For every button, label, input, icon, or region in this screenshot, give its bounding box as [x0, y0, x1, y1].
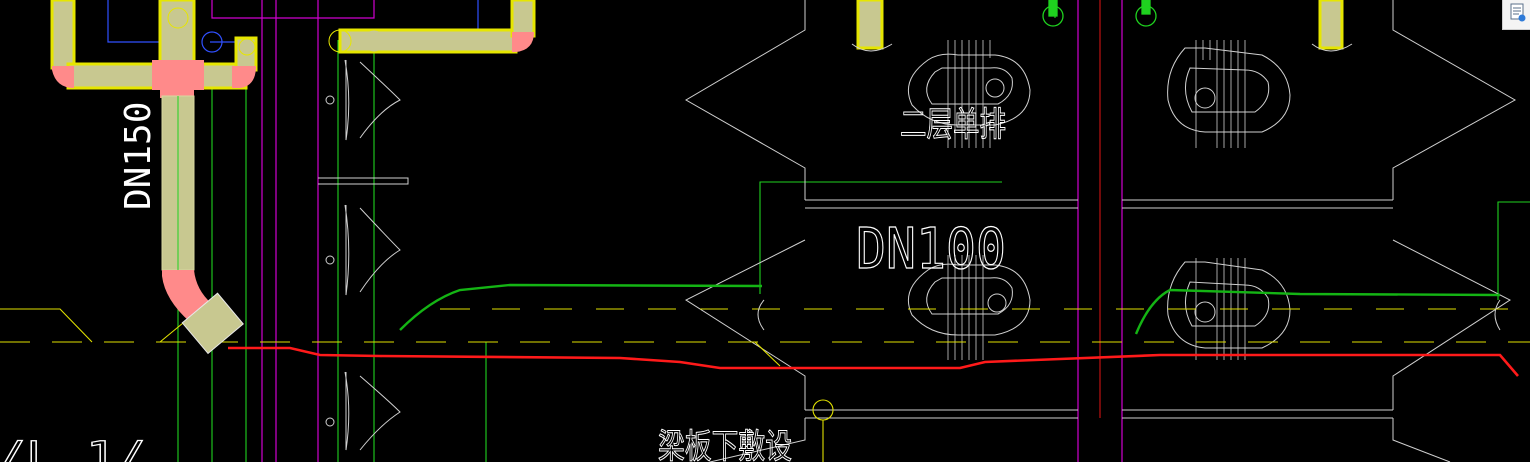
red-main-pipe[interactable]: [228, 346, 1519, 377]
toilet-fixture-1: [908, 40, 1031, 148]
dn150-riser-pipe: [50, 0, 258, 355]
dn150-label: DN150: [118, 102, 159, 210]
toilet-fixture-2: [1167, 40, 1291, 148]
floor-note-label: 二层单排: [900, 105, 1006, 145]
green-branch-pipes[interactable]: [399, 283, 1501, 335]
dn100-label: DN100: [856, 217, 1006, 282]
toilet-fixture-3: [908, 255, 1031, 360]
magenta-lines: [211, 0, 1123, 462]
top-horizontal-pipe: [328, 0, 536, 54]
document-icon[interactable]: [1502, 0, 1530, 30]
building-outline: [318, 0, 1517, 462]
green-floor-drains: [1042, 0, 1157, 27]
green-thin-lines: [177, 0, 1530, 462]
top-stub-pipes: [851, 0, 1353, 52]
yellow-center-lines: [0, 308, 1530, 462]
axis-partial-label: /L 1/: [0, 434, 146, 462]
cleanout-brackets: [757, 299, 1501, 331]
beam-note-label: 梁板下敷设: [658, 427, 792, 462]
